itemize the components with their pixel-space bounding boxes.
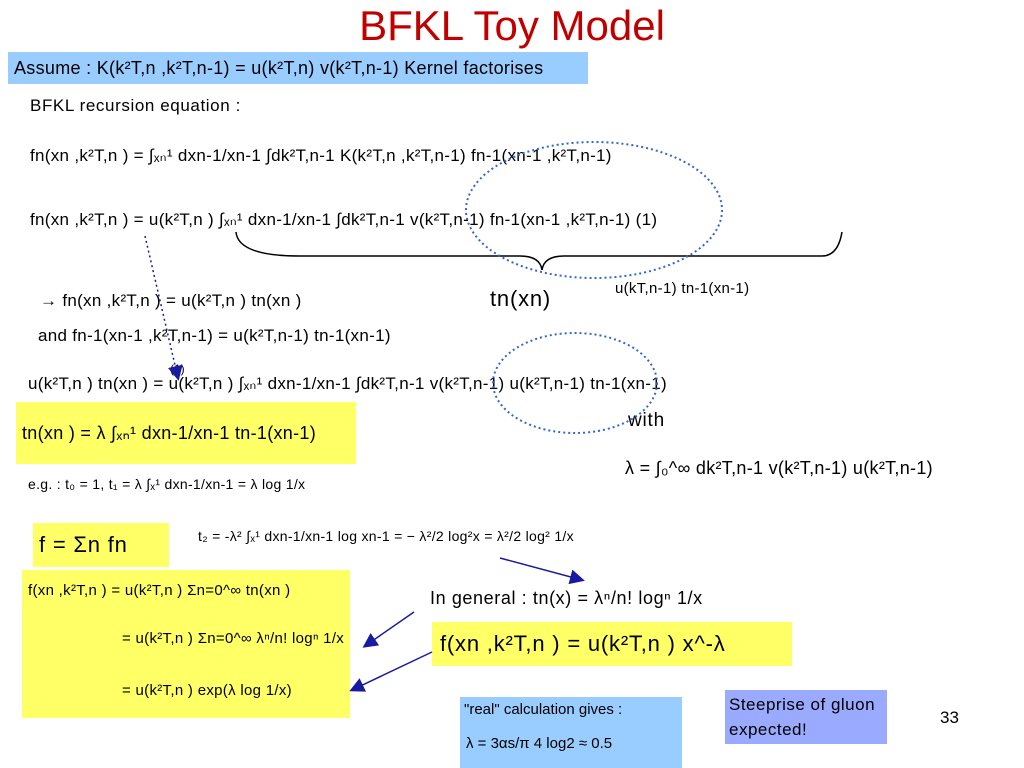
assume-box: Assume : K(k²T,n ,k²T,n-1) = u(k²T,n) v(… [8, 52, 588, 84]
brace-label-u-t: u(kT,n-1) tn-1(xn-1) [615, 280, 750, 297]
real-calculation-equation: λ = 3αs/π 4 log2 ≈ 0.5 [466, 735, 613, 752]
result-text: f(xn ,k²T,n ) = u(k²T,n ) x^-λ [440, 631, 726, 656]
sum-line-2: = u(k²T,n ) Σn=0^∞ λⁿ/n! logⁿ 1/x [122, 630, 345, 647]
recursion-label: BFKL recursion equation : [30, 96, 241, 115]
assume-text: Assume : K(k²T,n ,k²T,n-1) = u(k²T,n) v(… [14, 57, 544, 78]
sum-block: f(xn ,k²T,n ) = u(k²T,n ) Σn=0^∞ tn(xn )… [22, 570, 350, 718]
example-t2: t₂ = -λ² ∫ₓ¹ dxn-1/xn-1 log xn-1 = − λ²/… [198, 528, 574, 544]
arrow-to-general [499, 557, 585, 585]
equation-3: → fn(xn ,k²T,n ) = u(k²T,n ) tn(xn ) [40, 291, 302, 310]
curly-brace [235, 231, 843, 271]
tn-recursion-box: tn(xn ) = λ ∫ₓₙ¹ dxn-1/xn-1 tn-1(xn-1) [16, 402, 356, 464]
equation-4: and fn-1(xn-1 ,k²T,n-1) = u(k²T,n-1) tn-… [38, 326, 391, 345]
steep-rise-text: Steeprise of gluon expected! [729, 695, 876, 739]
arrow-to-sum-line-3 [349, 651, 433, 692]
arrow-to-sum-line-2 [362, 611, 415, 648]
sum-line-1: f(xn ,k²T,n ) = u(k²T,n ) Σn=0^∞ tn(xn ) [28, 582, 291, 599]
steep-rise-box: Steeprise of gluon expected! [725, 690, 887, 744]
with-label: with [628, 410, 665, 431]
example-t0-t1: e.g. : t₀ = 1, t₁ = λ ∫ₓ¹ dxn-1/xn-1 = λ… [28, 476, 306, 492]
f-sum-text: f = Σn fn [39, 532, 128, 557]
lambda-definition: λ = ∫₀^∞ dk²T,n-1 v(k²T,n-1) u(k²T,n-1) [625, 458, 933, 478]
tn-recursion-text: tn(xn ) = λ ∫ₓₙ¹ dxn-1/xn-1 tn-1(xn-1) [22, 422, 316, 443]
result-box: f(xn ,k²T,n ) = u(k²T,n ) x^-λ [432, 622, 792, 666]
real-calculation-box: "real" calculation gives : λ = 3αs/π 4 l… [460, 697, 682, 768]
page-number: 33 [940, 708, 959, 727]
sum-line-3: = u(k²T,n ) exp(λ log 1/x) [122, 682, 292, 699]
brace-label-tn: tn(xn) [490, 286, 552, 311]
equation-1: fn(xn ,k²T,n ) = ∫ₓₙ¹ dxn-1/xn-1 ∫dk²T,n… [30, 146, 612, 165]
equation-2: fn(xn ,k²T,n ) = u(k²T,n ) ∫ₓₙ¹ dxn-1/xn… [30, 210, 658, 229]
slide-title: BFKL Toy Model [359, 2, 665, 49]
f-sum-box: f = Σn fn [33, 523, 169, 567]
equation-5: u(k²T,n ) tn(xn ) = u(k²T,n ) ∫ₓₙ¹ dxn-1… [28, 374, 667, 393]
real-calculation-label: "real" calculation gives : [464, 701, 623, 718]
general-formula: In general : tn(x) = λⁿ/n! logⁿ 1/x [430, 588, 703, 608]
